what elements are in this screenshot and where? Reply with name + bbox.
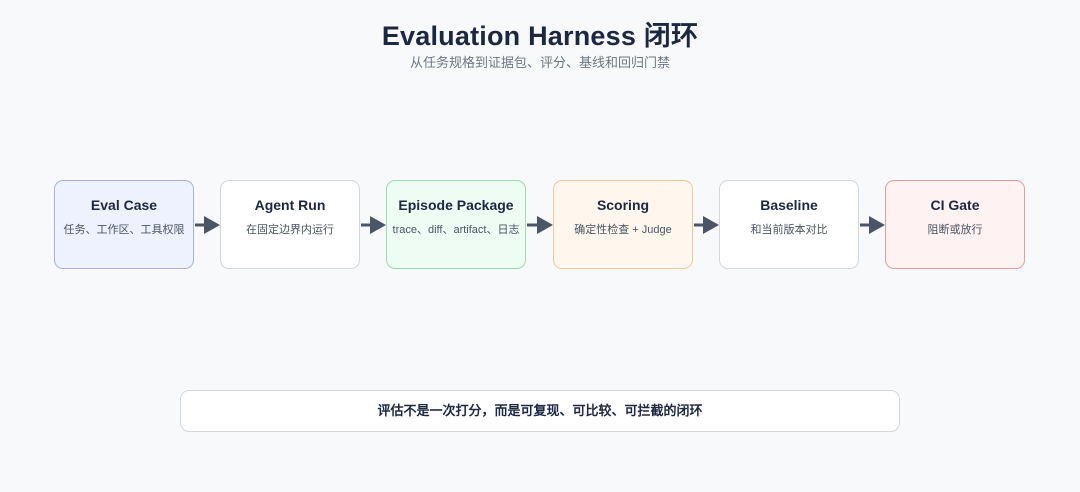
node-baseline-title: Baseline xyxy=(760,197,818,213)
arrow-episode-to-scoring xyxy=(527,216,553,234)
node-scoring: Scoring 确定性检查 + Judge xyxy=(553,180,693,269)
node-ci-gate: CI Gate 阻断或放行 xyxy=(885,180,1025,269)
node-episode-package: Episode Package trace、diff、artifact、日志 xyxy=(386,180,526,269)
node-agent-run: Agent Run 在固定边界内运行 xyxy=(220,180,360,269)
arrow-baseline-to-cigate xyxy=(860,216,885,234)
node-agent-run-title: Agent Run xyxy=(254,197,326,213)
node-eval-case: Eval Case 任务、工作区、工具权限 xyxy=(54,180,194,269)
node-baseline: Baseline 和当前版本对比 xyxy=(719,180,859,269)
node-ci-gate-desc: 阻断或放行 xyxy=(927,224,983,236)
node-scoring-desc: 确定性检查 + Judge xyxy=(574,224,672,236)
diagram-subtitle: 从任务规格到证据包、评分、基线和回归门禁 xyxy=(409,55,670,70)
summary-note: 评估不是一次打分，而是可复现、可比较、可拦截的闭环 xyxy=(180,390,900,432)
arrow-eval-to-agent xyxy=(195,216,220,234)
node-eval-case-title: Eval Case xyxy=(90,197,158,213)
node-episode-package-title: Episode Package xyxy=(398,197,514,213)
arrow-scoring-to-baseline xyxy=(694,216,719,234)
node-agent-run-desc: 在固定边界内运行 xyxy=(246,224,334,236)
diagram-title: Evaluation Harness 闭环 xyxy=(381,21,699,51)
node-baseline-desc: 和当前版本对比 xyxy=(750,224,828,236)
node-episode-package-desc: trace、diff、artifact、日志 xyxy=(392,224,520,236)
node-scoring-title: Scoring xyxy=(596,197,650,213)
summary-note-text: 评估不是一次打分，而是可复现、可比较、可拦截的闭环 xyxy=(377,403,703,418)
node-eval-case-desc: 任务、工作区、工具权限 xyxy=(63,224,185,236)
arrow-agent-to-episode xyxy=(361,216,386,234)
node-ci-gate-title: CI Gate xyxy=(930,197,980,213)
